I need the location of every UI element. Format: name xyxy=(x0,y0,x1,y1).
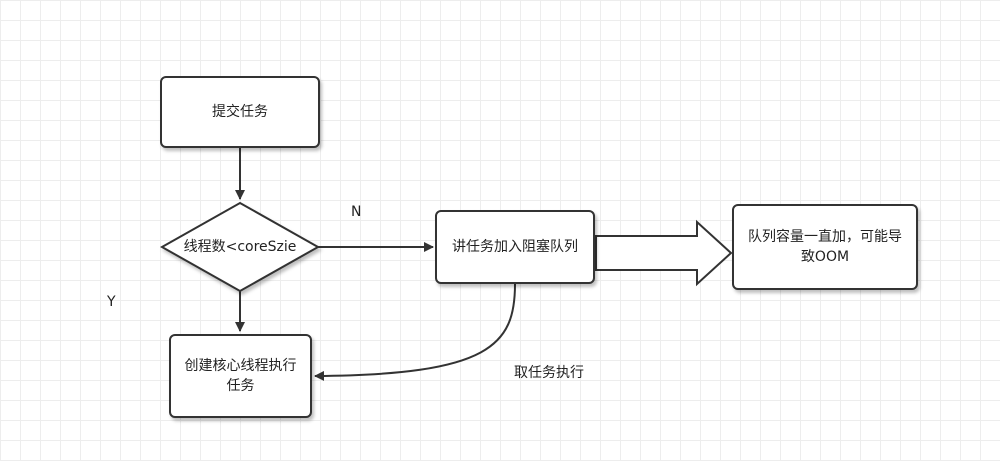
submit-task-node: 提交任务 xyxy=(160,76,320,148)
decision-diamond xyxy=(159,201,321,293)
create-core-thread-label: 创建核心线程执行任务 xyxy=(184,358,297,394)
decision-label: 线程数<coreSzie xyxy=(183,239,297,255)
edge-label-take-task: 取任务执行 xyxy=(514,365,584,381)
block-arrow-enqueue-to-oom xyxy=(595,219,733,287)
edge-label-yes: Y xyxy=(107,294,116,310)
submit-task-label: 提交任务 xyxy=(212,104,268,120)
oom-label: 队列容量一直加，可能导致OOM xyxy=(748,229,902,265)
enqueue-label: 讲任务加入阻塞队列 xyxy=(452,239,578,255)
enqueue-node: 讲任务加入阻塞队列 xyxy=(435,210,595,284)
create-core-thread-node: 创建核心线程执行任务 xyxy=(169,334,312,418)
edge-enqueue-to-create-core xyxy=(314,283,516,381)
edge-label-no: N xyxy=(351,204,362,220)
oom-node: 队列容量一直加，可能导致OOM xyxy=(732,204,918,290)
